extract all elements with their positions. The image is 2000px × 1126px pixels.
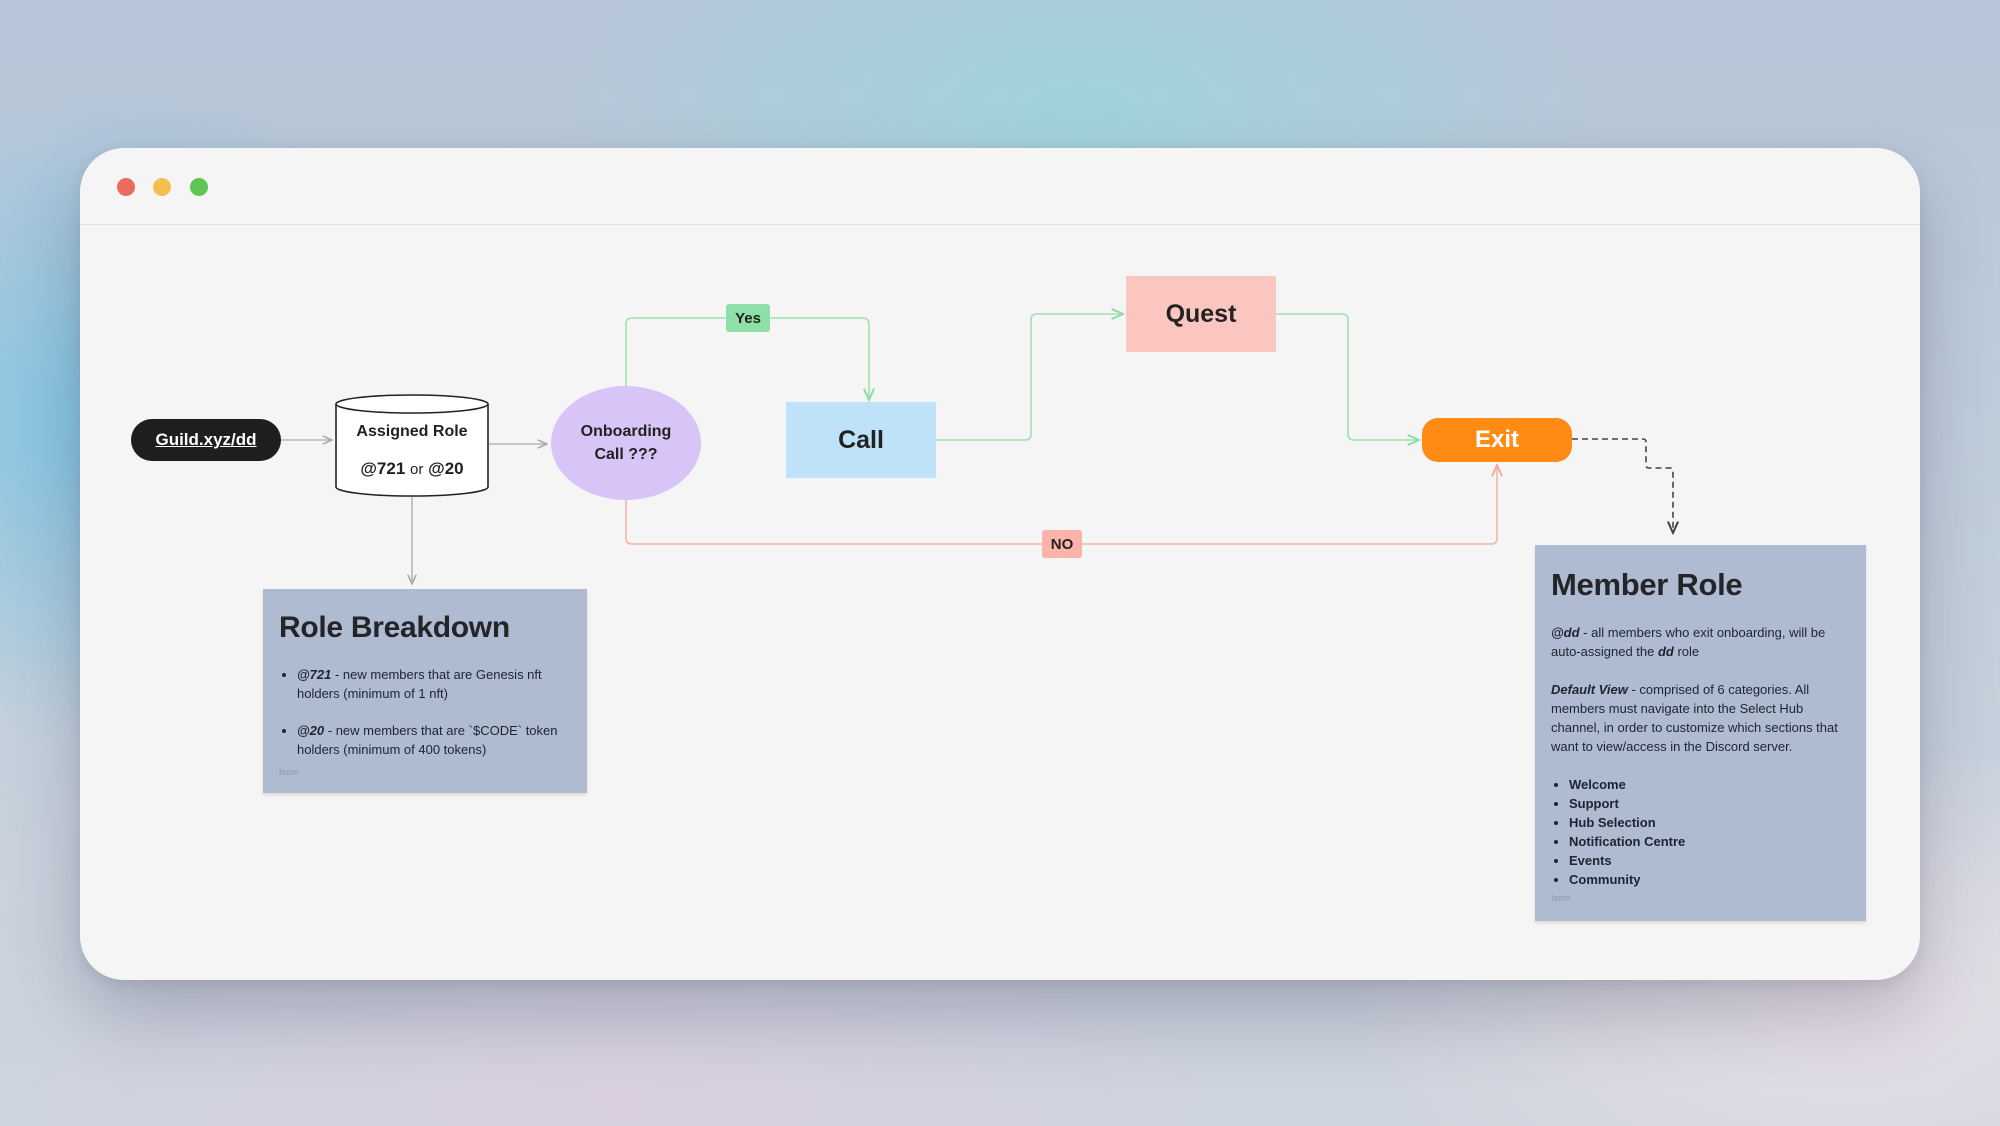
exit-node: Exit — [1422, 418, 1572, 462]
list-item: Welcome — [1569, 775, 1850, 794]
start-node-label: Guild.xyz/dd — [155, 430, 257, 449]
minimize-button[interactable] — [153, 178, 171, 196]
edge-exit-to-member — [1572, 438, 1673, 533]
app-window: Guild.xyz/dd Assigned Role @721 or @20 O… — [80, 148, 1920, 980]
call-label: Call — [838, 425, 884, 454]
member-role-title: Member Role — [1551, 567, 1743, 602]
role-breakdown-role: @721 — [297, 667, 332, 682]
role-breakdown-role: @20 — [297, 723, 325, 738]
role-breakdown-title: Role Breakdown — [279, 611, 510, 644]
assigned-role-values: @721 or @20 — [335, 459, 489, 479]
list-item: Hub Selection — [1569, 813, 1850, 832]
yes-label: Yes — [726, 304, 770, 332]
list-item: Support — [1569, 794, 1850, 813]
role-breakdown-note: Role Breakdown @721 - new members that a… — [263, 589, 587, 793]
default-view-label: Default View — [1551, 682, 1628, 697]
list-item: @20 - new members that are `$CODE` token… — [297, 721, 571, 759]
role-breakdown-text: - new members that are Genesis nft holde… — [297, 667, 542, 701]
assigned-role-database-node: Assigned Role @721 or @20 — [335, 393, 489, 497]
edge-call-to-quest — [936, 314, 1123, 441]
dd-role-text: - all members who exit onboarding, will … — [1551, 625, 1826, 659]
list-item: @721 - new members that are Genesis nft … — [297, 665, 571, 703]
quest-node: Quest — [1126, 276, 1276, 352]
close-button[interactable] — [117, 178, 135, 196]
start-node-guild-link[interactable]: Guild.xyz/dd — [131, 419, 281, 461]
member-role-footer: Isom — [1551, 893, 1571, 903]
role-connector: or — [410, 461, 424, 478]
category-list: Welcome Support Hub Selection Notificati… — [1551, 775, 1850, 889]
dd-role-inline: dd — [1657, 644, 1674, 659]
list-item: Events — [1569, 851, 1850, 870]
default-view-description: Default View - comprised of 6 categories… — [1551, 680, 1850, 756]
list-item: Community — [1569, 870, 1850, 889]
title-bar — [80, 148, 1920, 225]
maximize-button[interactable] — [190, 178, 208, 196]
onboarding-call-node: Onboarding Call ??? — [551, 386, 701, 500]
role-20: @20 — [428, 459, 464, 478]
list-item: Notification Centre — [1569, 832, 1850, 851]
role-breakdown-text: - new members that are `$CODE` token hol… — [297, 723, 558, 757]
dd-role-text-end: role — [1673, 644, 1700, 659]
onboarding-line-1: Onboarding — [580, 423, 672, 440]
onboarding-line-2: Call ??? — [594, 446, 658, 463]
edge-quest-to-exit — [1276, 313, 1419, 440]
dd-role-description: @dd - all members who exit onboarding, w… — [1551, 623, 1850, 661]
member-role-note: Member Role @dd - all members who exit o… — [1535, 545, 1866, 921]
role-breakdown-footer: Isom — [279, 767, 299, 777]
exit-label: Exit — [1474, 426, 1519, 453]
role-721: @721 — [360, 459, 406, 478]
no-label: NO — [1042, 530, 1082, 558]
role-breakdown-list: @721 - new members that are Genesis nft … — [279, 665, 571, 759]
dd-role-name: @dd — [1551, 625, 1580, 640]
call-node: Call — [786, 402, 936, 478]
default-view-text: - comprised of 6 categories. All members… — [1551, 682, 1838, 754]
assigned-role-title: Assigned Role — [356, 423, 468, 440]
quest-label: Quest — [1165, 299, 1237, 328]
database-cylinder-icon — [335, 394, 489, 497]
